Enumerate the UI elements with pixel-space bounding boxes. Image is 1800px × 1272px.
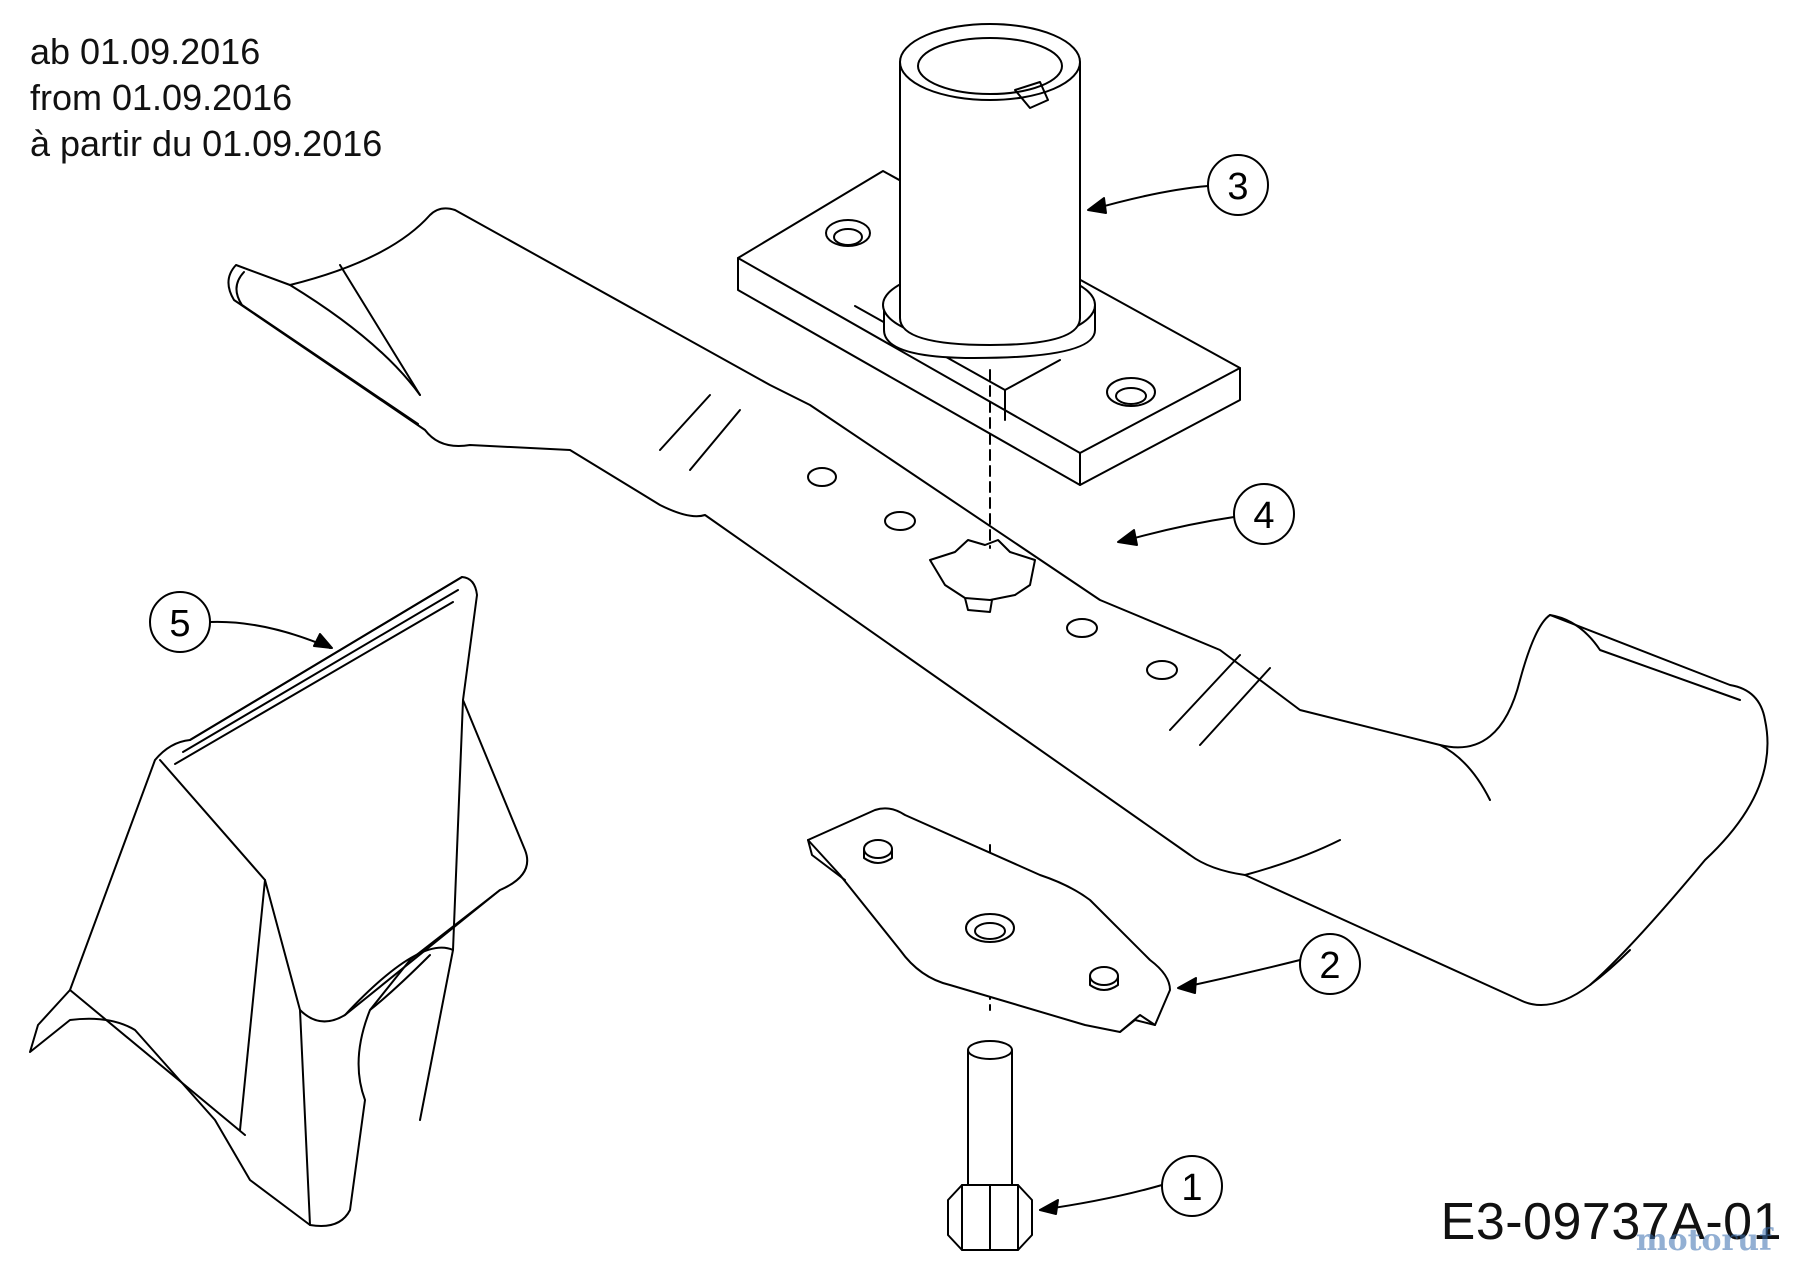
callout-bubble-5	[149, 591, 211, 653]
callout-1: 1	[1039, 1155, 1223, 1217]
callout-label-3: 3	[1227, 166, 1248, 208]
validity-note-fr: à partir du 01.09.2016	[30, 123, 383, 164]
callout-bubble-1	[1161, 1155, 1223, 1217]
drawing-code: E3-09737A-01	[1440, 1193, 1782, 1251]
callout-label-4: 4	[1253, 495, 1274, 537]
callout-5: 5	[149, 591, 333, 653]
callout-label-2: 2	[1319, 945, 1340, 987]
callout-label-5: 5	[169, 603, 190, 645]
mower-blade-part	[227, 207, 1769, 1006]
callout-2: 2	[1177, 933, 1361, 995]
mulching-insert-part	[29, 576, 529, 1227]
bolt-part	[947, 1040, 1033, 1251]
callout-bubble-3	[1207, 154, 1269, 216]
blade-adapter-plate-part	[807, 807, 1171, 1033]
validity-note-en: from 01.09.2016	[30, 77, 293, 118]
validity-note-de: ab 01.09.2016	[30, 31, 261, 72]
callout-4: 4	[1117, 483, 1295, 546]
blade-holder-flange-part	[737, 23, 1241, 486]
callout-3: 3	[1087, 154, 1269, 216]
watermark-logo: motoruf	[1635, 1223, 1772, 1258]
callout-bubble-4	[1233, 483, 1295, 545]
callout-bubble-2	[1299, 933, 1361, 995]
callout-label-1: 1	[1181, 1167, 1202, 1209]
